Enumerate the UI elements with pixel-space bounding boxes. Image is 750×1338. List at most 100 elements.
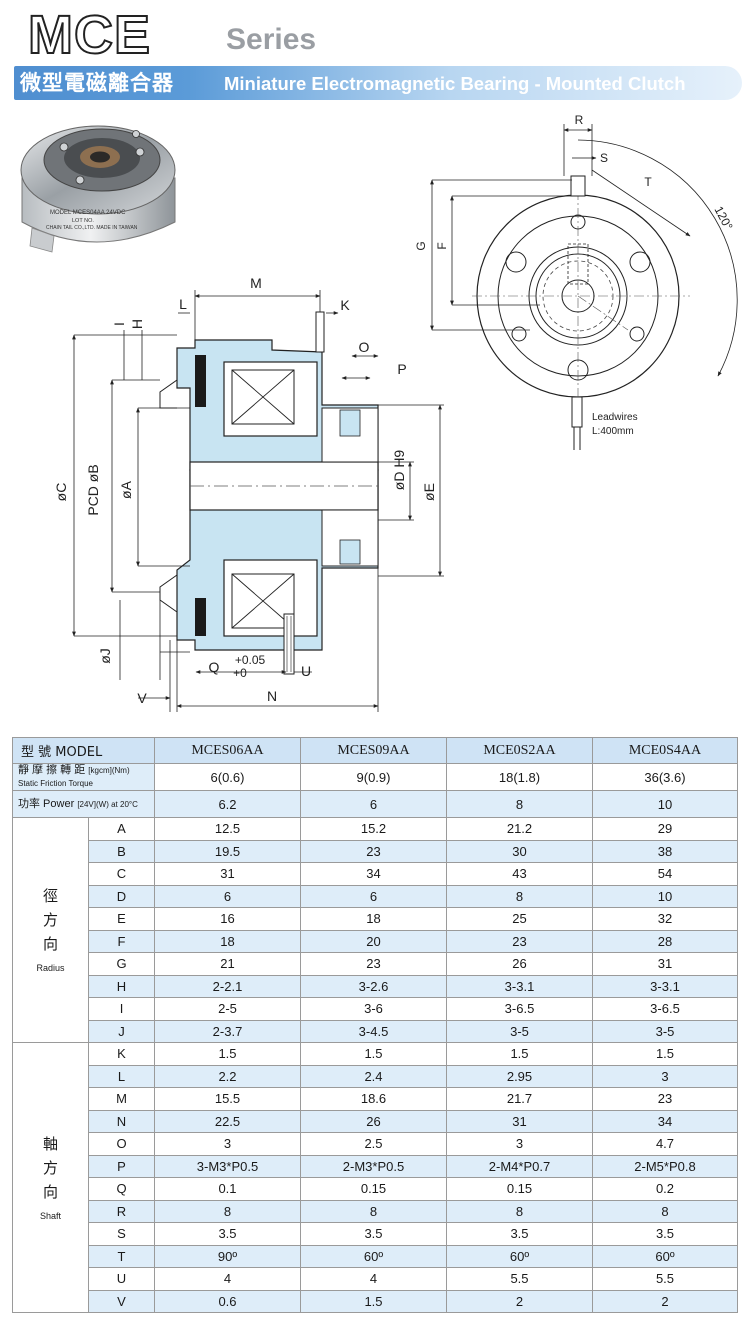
dim-V-label: V	[137, 690, 147, 706]
table-cell: 5.5	[446, 1267, 593, 1291]
group-label-char: 方	[42, 1159, 58, 1177]
table-cell: 8	[300, 1199, 447, 1223]
table-cell: 21	[154, 952, 301, 976]
table-cell: 31	[592, 952, 738, 976]
dimension-code: M	[88, 1087, 155, 1111]
dimension-code: H	[88, 974, 155, 998]
dim-H-label: H	[129, 319, 145, 329]
technical-drawing: MODEL MCES04AA 24VDC LOT NO. CHAIN TAIL …	[20, 113, 738, 712]
table-cell: 0.2	[592, 1177, 738, 1201]
dimension-code: S	[88, 1222, 155, 1246]
table-cell: 38	[592, 839, 738, 863]
table-cell: 3.5	[300, 1222, 447, 1246]
table-cell: 3-6.5	[592, 997, 738, 1021]
group-label-char: 向	[42, 1183, 58, 1201]
torque-row: 靜 摩 擦 轉 距 [kgcm](Nm) Static Friction Tor…	[12, 763, 738, 791]
table-cell: 2.4	[300, 1064, 447, 1088]
table-cell: 18	[300, 907, 447, 931]
dim-I-label: I	[111, 322, 127, 326]
table-cell: 25	[446, 907, 593, 931]
torque-label-en: Static Friction Torque	[18, 779, 93, 788]
dimension-code: Q	[88, 1177, 155, 1201]
table-cell: 21.7	[446, 1087, 593, 1111]
dimension-code: N	[88, 1109, 155, 1133]
dim-Q-label: Q	[209, 659, 220, 675]
table-cell: 0.6	[154, 1289, 301, 1313]
table-cell: 6	[300, 790, 447, 818]
table-cell: 28	[592, 929, 738, 953]
photo-label-line-2: LOT NO.	[72, 218, 94, 224]
torque-label-cn: 靜 摩 擦 轉 距	[18, 764, 86, 777]
table-cell: 31	[154, 862, 301, 886]
torque-unit: [kgcm](Nm)	[88, 766, 130, 775]
dim-D-label: øD H9	[391, 450, 407, 491]
dimension-code: V	[88, 1289, 155, 1313]
table-cell: 1.5	[300, 1042, 447, 1066]
model-column-header: MCES09AA	[300, 737, 447, 764]
dim-P-label: P	[397, 361, 406, 377]
table-cell: 2-M3*P0.5	[300, 1154, 447, 1178]
dimension-code: U	[88, 1267, 155, 1291]
table-cell: 15.2	[300, 817, 447, 841]
dimension-code: F	[88, 929, 155, 953]
table-cell: 18.6	[300, 1087, 447, 1111]
dim-N-label: N	[267, 688, 277, 704]
group-label-char: 軸	[42, 1135, 58, 1153]
table-cell: 8	[154, 1199, 301, 1223]
leadwires-label: Leadwires	[592, 412, 638, 423]
table-cell: 15.5	[154, 1087, 301, 1111]
table-cell: 3-2.6	[300, 974, 447, 998]
table-cell: 23	[300, 839, 447, 863]
table-cell: 34	[592, 1109, 738, 1133]
dim-Q-tol-upper: +0.05	[235, 653, 266, 667]
power-unit: [24V](W) at 20°C	[77, 799, 138, 809]
table-cell: 8	[446, 790, 593, 818]
table-cell: 3	[446, 1132, 593, 1156]
model-column-header: MCES06AA	[154, 737, 301, 764]
table-cell: 1.5	[446, 1042, 593, 1066]
dim-E-label: øE	[421, 483, 437, 501]
table-cell: 0.15	[446, 1177, 593, 1201]
table-cell: 18(1.8)	[446, 763, 593, 791]
dim-A-label: øA	[118, 480, 134, 499]
table-cell: 10	[592, 790, 738, 818]
table-cell: 6.2	[154, 790, 301, 818]
table-cell: 26	[446, 952, 593, 976]
side-view: M K L H I O P øC PCD øB øA øD H9 øE øJ Q…	[53, 275, 444, 712]
group-label-char: 方	[42, 912, 58, 929]
power-row: 功率 Power [24V](W) at 20°C 6.2 6 8 10	[12, 790, 738, 818]
table-cell: 3	[154, 1132, 301, 1156]
dimension-code: E	[88, 907, 155, 931]
table-cell: 3	[592, 1064, 738, 1088]
table-cell: 29	[592, 817, 738, 841]
table-cell: 1.5	[154, 1042, 301, 1066]
table-cell: 23	[592, 1087, 738, 1111]
subtitle-english: Miniature Electromagnetic Bearing - Moun…	[224, 73, 686, 94]
dim-G-label: G	[414, 241, 428, 250]
dimension-code: I	[88, 997, 155, 1021]
dim-J-label: øJ	[97, 648, 113, 664]
table-cell: 20	[300, 929, 447, 953]
table-cell: 4	[300, 1267, 447, 1291]
dimension-code: J	[88, 1019, 155, 1043]
dimension-code: P	[88, 1154, 155, 1178]
table-cell: 6	[154, 884, 301, 908]
dimension-code: T	[88, 1244, 155, 1268]
table-cell: 54	[592, 862, 738, 886]
table-cell: 3-3.1	[592, 974, 738, 998]
dim-C-label: øC	[53, 483, 69, 502]
table-cell: 3.5	[592, 1222, 738, 1246]
table-cell: 8	[592, 1199, 738, 1223]
table-cell: 60º	[592, 1244, 738, 1268]
group-label-en: Radius	[36, 963, 65, 973]
table-cell: 22.5	[154, 1109, 301, 1133]
